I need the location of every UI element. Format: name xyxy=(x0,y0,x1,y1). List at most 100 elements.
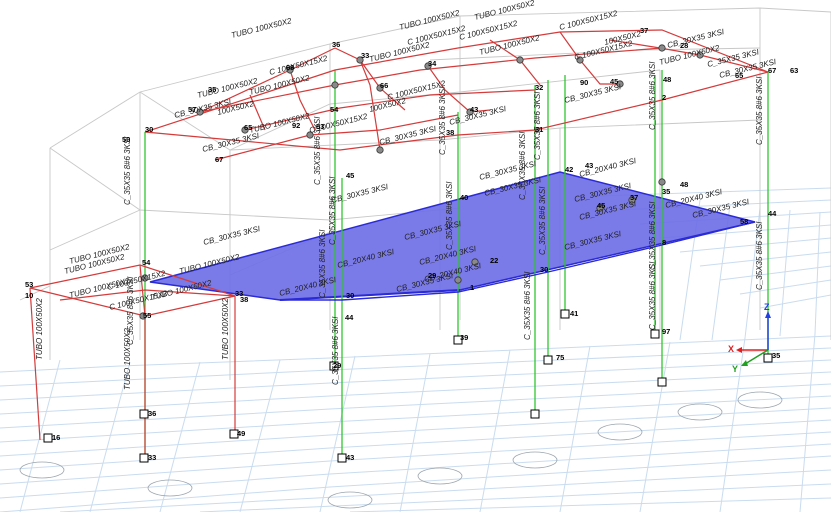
node-label: 90 xyxy=(580,78,588,87)
node-label: 45 xyxy=(597,201,605,210)
node-label: 50 xyxy=(122,135,130,144)
node-label: 36 xyxy=(332,40,340,49)
node-label: 35 xyxy=(662,187,670,196)
node-label: 29 xyxy=(333,361,341,370)
beam[interactable] xyxy=(59,289,236,301)
beam[interactable] xyxy=(249,94,266,131)
node-label: 38 xyxy=(446,128,454,137)
beam[interactable] xyxy=(559,31,620,85)
member-label: TUBO 100X50X2 xyxy=(368,40,431,64)
support xyxy=(337,453,347,463)
node-label: 40 xyxy=(460,193,468,202)
beam[interactable] xyxy=(139,264,146,317)
grid-bubble[interactable] xyxy=(597,423,643,441)
node-label: 67 xyxy=(215,155,223,164)
node-label: 42 xyxy=(565,165,573,174)
beam[interactable] xyxy=(144,71,769,151)
grid-bubble[interactable] xyxy=(677,403,723,421)
node-label: 67 xyxy=(768,66,776,75)
member-label: C_35X35 8#6 3KSI xyxy=(313,116,322,185)
node-label: 92 xyxy=(292,121,300,130)
node-label: 49 xyxy=(237,429,245,438)
member-label: C_35X35 8#6 3KSI xyxy=(648,201,657,270)
member-label: CB_30X35 3KSI xyxy=(202,224,261,247)
beam[interactable] xyxy=(334,47,406,111)
node-label: 58 xyxy=(740,217,748,226)
beam[interactable] xyxy=(609,39,769,73)
node-label: 43 xyxy=(346,453,354,462)
member-label: C_35X35 8#6 3KSI xyxy=(328,176,337,245)
node-label: 33 xyxy=(148,453,156,462)
node-label: 65 xyxy=(735,71,743,80)
member-label: C_35X35 8#6 3KSI xyxy=(445,181,454,250)
member-label: C 100X50X15X2 xyxy=(108,289,169,312)
axis-y-label: Y xyxy=(732,364,738,374)
beam[interactable] xyxy=(29,287,41,441)
node-label: 43 xyxy=(470,105,478,114)
grid-bubble[interactable] xyxy=(19,461,65,479)
node-label: 28 xyxy=(680,41,688,50)
support xyxy=(229,429,239,439)
axis-z-label: Z xyxy=(764,302,770,312)
support xyxy=(560,309,570,319)
supports xyxy=(43,309,773,463)
node-label: 2 xyxy=(662,93,666,102)
node-label: 35 xyxy=(772,351,780,360)
beam[interactable] xyxy=(244,89,536,131)
node-label: 43 xyxy=(585,161,593,170)
node-label: 41 xyxy=(570,309,578,318)
node-label: 38 xyxy=(240,295,248,304)
support xyxy=(763,353,773,363)
node-label: 44 xyxy=(768,209,777,218)
axis-triad: X Y Z xyxy=(728,302,771,374)
member-label: C_35X35 8#6 3KSI xyxy=(518,131,527,200)
node-label: 63 xyxy=(790,66,798,75)
support xyxy=(139,453,149,463)
beam[interactable] xyxy=(214,114,459,161)
node-label: 54 xyxy=(330,105,339,114)
node-label: 53 xyxy=(25,280,33,289)
member-label: TUBO 100X50X2 xyxy=(230,16,293,40)
grid-bubble[interactable] xyxy=(417,467,463,485)
grid-bubble[interactable] xyxy=(147,479,193,497)
node-label: 35 xyxy=(208,85,216,94)
support xyxy=(543,355,553,365)
node-label: 30 xyxy=(346,291,354,300)
node-label: 54 xyxy=(142,258,151,267)
node-labels: 5030573568363433665453926567453843313290… xyxy=(25,26,798,462)
node-label: 36 xyxy=(148,409,156,418)
beams[interactable] xyxy=(29,29,769,460)
node-label: 44 xyxy=(345,313,354,322)
slab-beams[interactable] xyxy=(280,221,756,301)
grid-bubble[interactable] xyxy=(327,491,373,509)
beam[interactable] xyxy=(289,69,316,131)
axis-x-label: X xyxy=(728,344,734,354)
node-label: 39 xyxy=(460,333,468,342)
node-label: 66 xyxy=(380,81,388,90)
node-label: 30 xyxy=(540,265,548,274)
beam[interactable] xyxy=(359,59,381,151)
node-label: 75 xyxy=(556,353,564,362)
beam[interactable] xyxy=(144,29,769,133)
grid-bubble[interactable] xyxy=(512,451,558,469)
member-label: C_35X35 8#6 3KSI xyxy=(648,261,657,330)
member-label: C 100X50X15X2 xyxy=(458,19,519,42)
member-label: C_35X35 8#6 3KSI xyxy=(438,86,447,155)
node-label: 10 xyxy=(25,291,33,300)
beam[interactable] xyxy=(427,65,491,113)
member-label: C_35X35 8#6 3KSI xyxy=(123,136,132,205)
floor-slab[interactable] xyxy=(149,171,756,301)
grid-bubble[interactable] xyxy=(737,391,783,409)
node-label: 55 xyxy=(143,311,151,320)
member-label: C_35X35 8#6 3KSI xyxy=(331,316,340,385)
member-label: C_35X35 8#6 3KSI xyxy=(648,61,657,130)
member-label: TUBO 100X50X2 xyxy=(473,0,536,22)
node-label: 45 xyxy=(610,77,618,86)
node-label: 31 xyxy=(535,125,543,134)
support xyxy=(650,329,660,339)
member-label: C_35X35 8#6 3KSI xyxy=(318,229,327,298)
node-label: 1 xyxy=(470,283,474,292)
beam[interactable] xyxy=(199,47,663,113)
